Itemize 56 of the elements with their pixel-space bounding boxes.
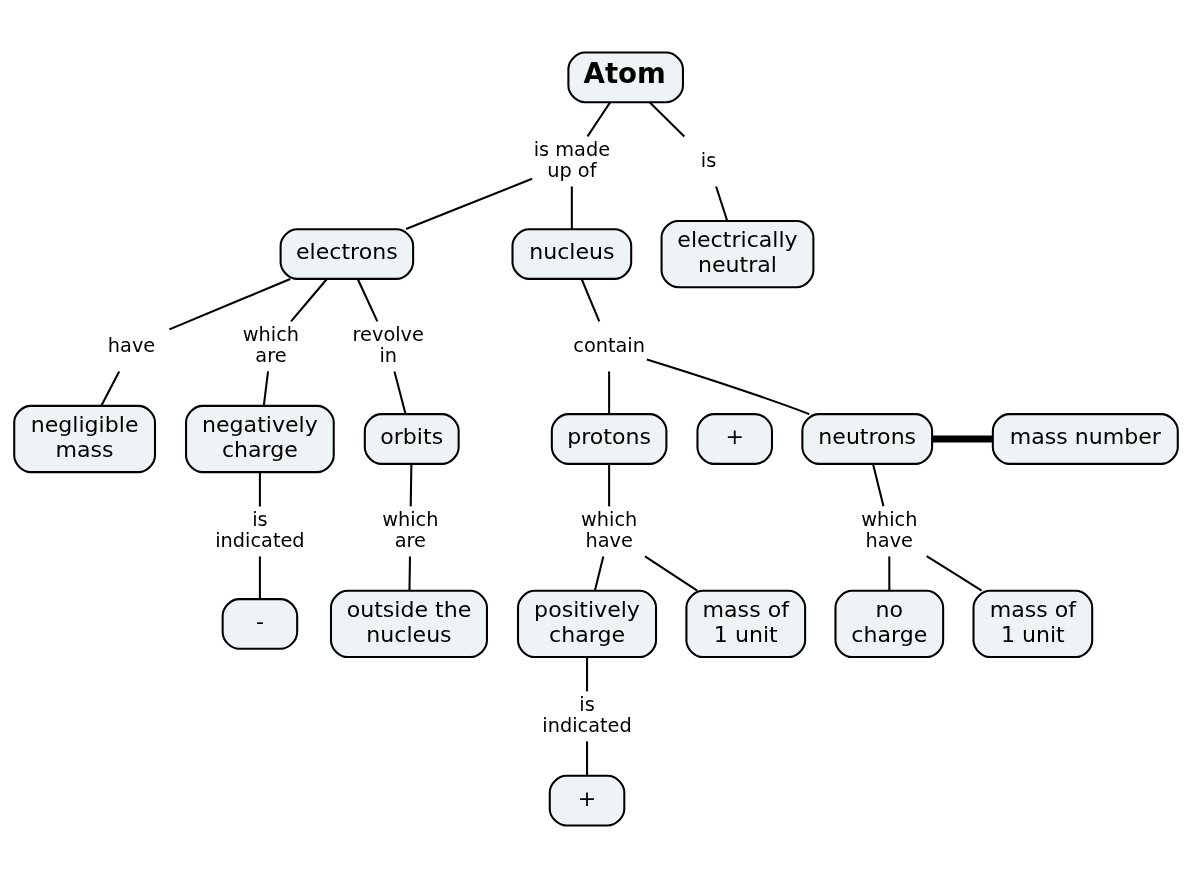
node-text: is indicated <box>542 693 632 737</box>
node-box: no charge <box>834 589 945 659</box>
node-box: electrons <box>279 228 415 280</box>
node-box: positively charge <box>516 589 658 659</box>
connector <box>586 657 589 692</box>
connector <box>580 278 601 322</box>
connector <box>593 556 605 591</box>
connector <box>648 101 686 138</box>
connector <box>405 177 533 231</box>
connector <box>570 186 573 229</box>
connector <box>608 463 611 507</box>
connector <box>356 278 379 322</box>
connector <box>715 186 729 221</box>
connector <box>926 555 983 592</box>
connector <box>262 371 270 406</box>
node-text: have <box>107 333 156 357</box>
node-text: which have <box>861 508 918 552</box>
connector <box>169 278 291 331</box>
node-box: nucleus <box>511 228 633 280</box>
connector <box>608 371 611 414</box>
node-box: mass number <box>991 413 1179 465</box>
connector <box>393 371 407 415</box>
node-box: mass of 1 unit <box>685 589 807 659</box>
node-text: which are <box>382 508 439 552</box>
connector <box>258 556 261 599</box>
node-text: is <box>700 148 717 172</box>
connector <box>408 556 412 591</box>
node-box: mass of 1 unit <box>972 589 1094 659</box>
node-box: - <box>221 598 299 650</box>
node-text: which are <box>242 323 300 367</box>
node-text: revolve in <box>352 323 424 367</box>
node-box: orbits <box>363 413 460 465</box>
node-box: neutrons <box>801 413 934 465</box>
connector <box>258 472 261 507</box>
connector <box>586 101 611 137</box>
node-box: outside the nucleus <box>329 589 488 659</box>
connector <box>100 371 121 406</box>
node-text: contain <box>573 333 645 357</box>
node-box: protons <box>550 413 668 465</box>
node-box: + <box>696 413 774 465</box>
connector <box>888 556 891 591</box>
connector <box>644 555 698 592</box>
node-box: negligible mass <box>13 404 157 474</box>
connector <box>932 435 993 443</box>
connector <box>409 463 413 507</box>
node-box: negatively charge <box>185 404 335 474</box>
node-text: is made up of <box>533 138 611 183</box>
node-text: which have <box>580 508 638 552</box>
node-box: electrically neutral <box>660 219 815 289</box>
connector <box>646 358 810 416</box>
connector <box>872 463 885 507</box>
connector <box>586 741 589 776</box>
node-box: Atom <box>567 51 684 104</box>
node-box: + <box>548 774 626 827</box>
node-text: is indicated <box>215 508 305 552</box>
connector <box>290 278 328 323</box>
